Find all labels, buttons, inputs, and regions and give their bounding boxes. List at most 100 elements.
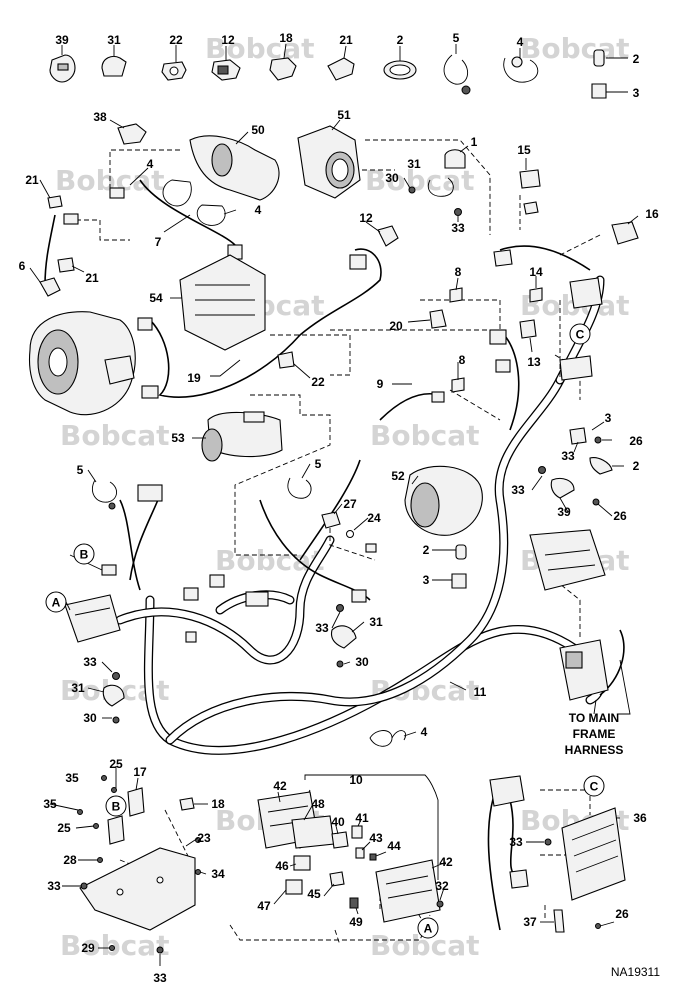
loop-clamp-4-icon (503, 57, 539, 83)
starter-53-gear (201, 428, 223, 462)
screw-26-ecu-icon (595, 923, 601, 929)
fuel-injection-pump-54-lines (195, 284, 255, 316)
clip-39-slot (57, 63, 69, 71)
connector-small-icon (185, 631, 197, 643)
callout-label: 18 (211, 797, 225, 811)
connector-19-icon (141, 385, 159, 399)
connector-12-mid-icon (377, 225, 399, 247)
callout-label: 31 (107, 33, 121, 47)
alternator-52-pulley (410, 482, 440, 528)
ecu-connector-icon (489, 775, 525, 807)
callout-label: 39 (55, 33, 69, 47)
nut-33-mid-icon (336, 604, 344, 612)
starter-53-icon (207, 411, 283, 458)
clip-21-lower-icon (57, 257, 75, 273)
callout-label: 4 (421, 725, 428, 739)
callout-label: 54 (149, 291, 163, 305)
screw-28-icon (97, 857, 103, 863)
callout-label: 6 (19, 259, 26, 273)
bottom-left-bracket-group (77, 775, 201, 954)
callout-label: 4 (147, 157, 154, 171)
callout-label: 25 (109, 757, 123, 771)
callout-label: 33 (83, 655, 97, 669)
hose-clamp-4-lower-icon (196, 204, 226, 226)
callout-label: 34 (211, 867, 225, 881)
nut-34-icon (195, 869, 201, 875)
callout-label: 23 (197, 831, 211, 845)
bottom-center-fuse-group (257, 791, 444, 923)
fuse-41-icon (351, 825, 363, 839)
callout-label: 5 (315, 457, 322, 471)
callout-label: 26 (629, 434, 643, 448)
ref-a-bottom-circle (417, 917, 439, 939)
reference-markers: A B C B A C (45, 323, 605, 939)
fuse-box-42-icon (375, 859, 441, 923)
callout-label: 8 (455, 265, 462, 279)
callout-label: 4 (517, 35, 524, 49)
callout-label: 21 (25, 173, 39, 187)
upper-middle-assemblies (179, 125, 511, 462)
callout-label: 26 (613, 509, 627, 523)
callout-label: 26 (615, 907, 629, 921)
ref-a-circle (45, 591, 67, 613)
callout-label: 22 (311, 375, 325, 389)
relay-47-icon (285, 879, 303, 895)
callout-label: 33 (315, 621, 329, 635)
leader-lines (29, 43, 639, 966)
clamp-31-left-icon (102, 684, 125, 707)
connector-20-icon (429, 309, 447, 329)
clip-21-icon (327, 57, 355, 81)
callout-label: 53 (171, 431, 185, 445)
washer-25-upper-icon (111, 787, 117, 793)
clip-15-icon (523, 201, 539, 215)
sensor-6-icon (39, 277, 61, 297)
connector-upper-left-icon (137, 317, 153, 331)
connector-right-c-icon (493, 249, 513, 267)
clamp-31-icon (101, 55, 127, 77)
watermark-text: Bobcat (365, 164, 475, 197)
clamp-39-right-icon (550, 477, 575, 499)
callout-label: 36 (633, 811, 647, 825)
callout-label: 43 (369, 831, 383, 845)
callout-label: 2 (423, 543, 430, 557)
callout-label: 35 (65, 771, 79, 785)
callout-label: 52 (391, 469, 405, 483)
screw-26-lower-icon (592, 498, 600, 506)
clip-21-upper-icon (47, 195, 63, 209)
watermark-text: Bobcat (60, 929, 170, 962)
boot-3-mid-icon (451, 573, 467, 589)
ecu-36-fins (571, 823, 619, 873)
ref-a-label: A (52, 596, 61, 610)
callout-label: 33 (561, 449, 575, 463)
callout-label: 10 (349, 773, 363, 787)
ref-b-bottom-label: B (112, 800, 121, 814)
callout-label: 35 (43, 797, 57, 811)
clip-8-lower-icon (451, 377, 465, 393)
washer-25-lower-icon (93, 823, 99, 829)
tie-5-left-head (108, 502, 116, 510)
sensor-1-icon (444, 149, 466, 169)
note-line-3: HARNESS (565, 743, 624, 757)
callout-label: 45 (307, 887, 321, 901)
bracket-hole-icon (156, 876, 164, 884)
callout-label: 14 (529, 265, 543, 279)
ref-c-label: C (576, 328, 585, 342)
callout-label: 4 (255, 203, 262, 217)
group-bracket (304, 774, 439, 880)
bottom-right-ecu-group (489, 775, 626, 933)
clip-18-bottom-icon (179, 797, 195, 811)
nut-33-ecu-icon (544, 838, 552, 846)
connector-4-icon (109, 187, 125, 199)
callout-label: 30 (83, 711, 97, 725)
callout-label: 20 (389, 319, 403, 333)
harness-breakout-connector-icon (559, 639, 609, 701)
fuse-relay-panel-icon (529, 529, 606, 591)
watermark-text: Bobcat (520, 32, 630, 65)
ref-c-circle (569, 323, 591, 345)
callout-label: 31 (407, 157, 421, 171)
intake-heater-50-flange (211, 143, 233, 177)
sensor-38-icon (117, 123, 147, 145)
relay-46-icon (293, 855, 311, 871)
fuse-45-icon (329, 871, 345, 887)
callout-label: 48 (311, 797, 325, 811)
